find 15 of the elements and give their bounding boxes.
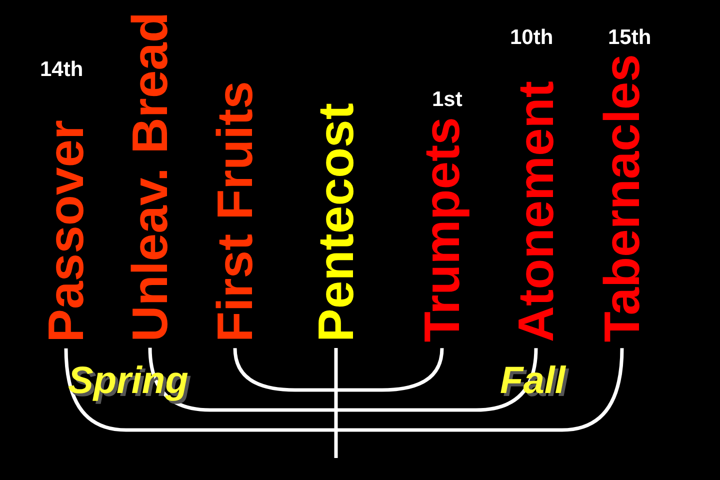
feast-name: Atonement bbox=[508, 81, 564, 342]
feast-name: First Fruits bbox=[207, 81, 263, 342]
feast-name: Unleav. Bread bbox=[122, 12, 178, 342]
date-label: 15th bbox=[608, 26, 652, 50]
feast-name: Passover bbox=[38, 120, 94, 342]
connector-line bbox=[64, 348, 624, 432]
connector-line bbox=[233, 348, 444, 392]
connector-line bbox=[148, 348, 538, 412]
feast-name: Pentecost bbox=[308, 103, 364, 342]
connector-line bbox=[334, 348, 338, 458]
date-label: 1st bbox=[432, 88, 462, 112]
feast-name: Tabernacles bbox=[594, 54, 650, 342]
feast-name: Trumpets bbox=[414, 117, 470, 342]
date-label: 14th bbox=[40, 58, 84, 82]
date-label: 10th bbox=[510, 26, 554, 50]
